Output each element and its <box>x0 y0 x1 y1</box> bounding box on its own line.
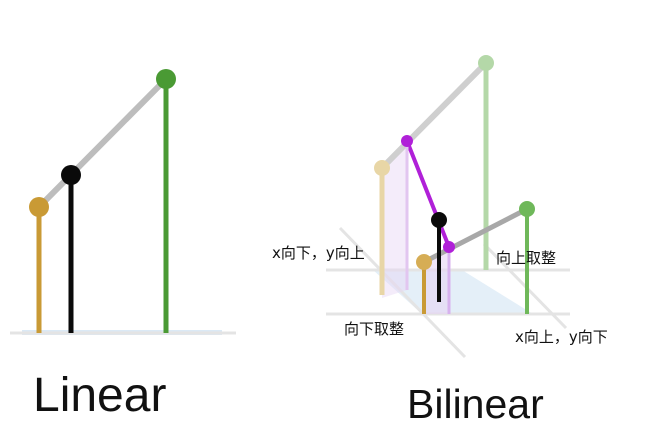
front-high-sample-point <box>519 201 535 217</box>
back-high-sample-point <box>478 55 494 71</box>
floor-grid-left-diagonal <box>338 226 467 359</box>
label-round-up: 向上取整 <box>496 249 556 267</box>
linear-connector-line <box>36 76 169 210</box>
linear-low-sample-point <box>29 197 49 217</box>
front-low-sample-point <box>416 254 432 270</box>
intermediate-front-point <box>443 241 455 253</box>
label-x-up-y-down: x向上，y向下 <box>515 328 608 346</box>
back-low-sample-point <box>374 160 390 176</box>
label-x-down-y-up: x向下，y向上 <box>272 244 365 262</box>
label-round-down: 向下取整 <box>344 320 404 338</box>
intermediate-interpolation-line <box>405 139 451 249</box>
bilinear-panel: x向下，y向上 向上取整 向下取整 x向上，y向下 Bilinear <box>272 55 608 427</box>
bilinear-interpolated-point <box>431 212 447 228</box>
intermediate-back-point <box>401 135 413 147</box>
back-connector-line <box>379 60 489 171</box>
linear-high-sample-point <box>156 69 176 89</box>
back-vertical-plane <box>382 141 407 298</box>
linear-panel: Linear <box>10 69 236 422</box>
linear-interpolated-point <box>61 165 81 185</box>
linear-title: Linear <box>33 369 166 422</box>
front-connector-line <box>421 206 530 265</box>
bilinear-title: Bilinear <box>407 381 544 427</box>
